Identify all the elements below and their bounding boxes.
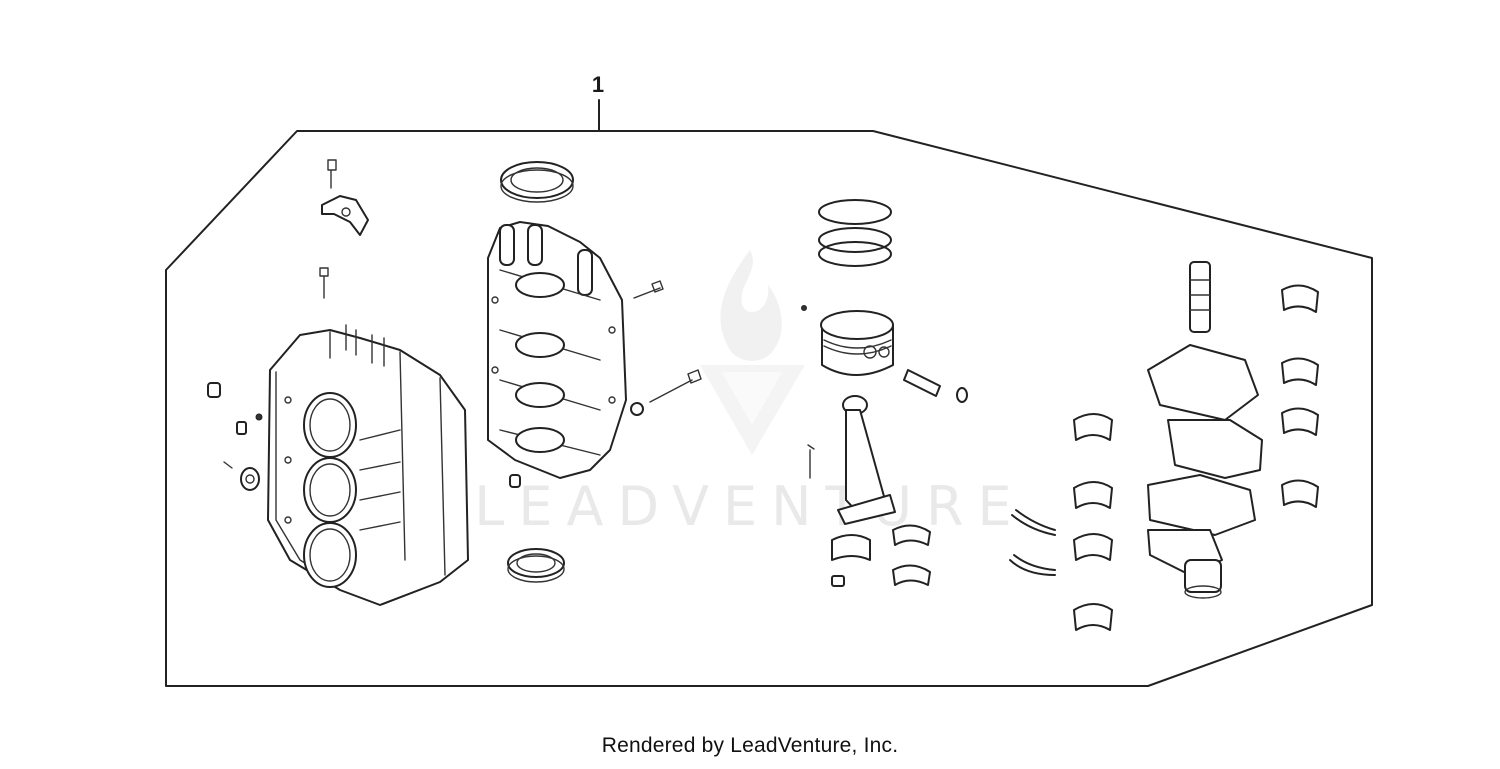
oil-seal-upper bbox=[500, 161, 574, 203]
main-bearings-right bbox=[1281, 284, 1319, 508]
connecting-rod-bearings bbox=[831, 524, 931, 587]
dowel-pins bbox=[207, 382, 263, 491]
kit-outline bbox=[165, 130, 1373, 687]
callout-1: 1 bbox=[592, 72, 604, 132]
piston-pin bbox=[903, 369, 968, 403]
bolt-a bbox=[319, 267, 329, 299]
callout-label: 1 bbox=[592, 72, 604, 97]
crankshaft bbox=[1147, 261, 1263, 599]
piston-rings bbox=[818, 199, 892, 267]
bracket bbox=[321, 159, 369, 236]
oil-seal-lower bbox=[507, 548, 565, 583]
leadventure-logo-icon bbox=[700, 250, 805, 455]
cylinder-block bbox=[267, 324, 469, 606]
piston bbox=[801, 305, 894, 376]
footer-credit: Rendered by LeadVenture, Inc. bbox=[601, 734, 899, 757]
crankcase-bolts bbox=[509, 280, 702, 488]
watermark-text: LEADVENTURE bbox=[474, 475, 1025, 538]
main-bearings-left bbox=[1073, 413, 1113, 631]
crankcase bbox=[487, 221, 627, 479]
thrust-washers bbox=[1009, 509, 1056, 576]
connecting-rod bbox=[807, 395, 896, 525]
